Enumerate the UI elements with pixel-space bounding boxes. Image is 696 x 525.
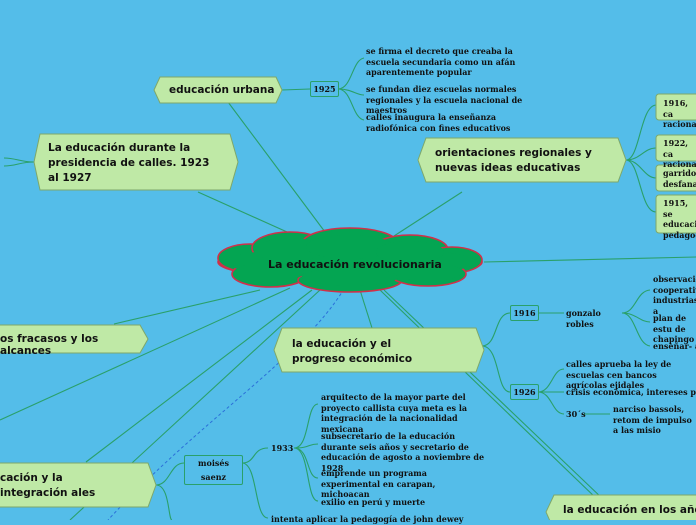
node-shape-presidencia (33, 133, 239, 191)
topic-fracasos-label: os fracasos y los alcances (0, 333, 99, 357)
links-1926-items (537, 368, 565, 415)
links-presidencia-left (3, 157, 35, 167)
link-urbana-1925 (281, 88, 311, 91)
node-shape-progreso (273, 327, 485, 373)
orient-item-2[interactable]: 1922, ca racional (663, 138, 696, 169)
link-center-orientaciones (393, 191, 463, 237)
link-center-right (483, 256, 696, 263)
links-orientaciones-items (625, 104, 657, 213)
saenz-item-4[interactable]: exilio en perú y muerte (321, 497, 426, 507)
topic-progreso-label: la educación y el progreso económico (292, 338, 413, 365)
chip-1925[interactable]: 1925 (310, 81, 339, 97)
box-orient-1 (655, 93, 696, 121)
topic-urbana-label: educación urbana (169, 84, 275, 96)
box-orient-4 (655, 194, 696, 234)
chip-1926[interactable]: 1926 (510, 384, 539, 400)
node-shape-integracion (0, 462, 157, 508)
urbana-item-1[interactable]: se firma el decreto que creaba la escuel… (366, 46, 516, 77)
saenz-tail-item[interactable]: intenta aplicar la pedagogía de john dew… (271, 514, 464, 524)
link-integracion-down (155, 484, 173, 520)
dashed-relation (107, 288, 345, 520)
links-saenz (241, 447, 269, 519)
box-orient-2 (655, 134, 696, 162)
box-orient-3 (655, 164, 696, 192)
1926-item-2[interactable]: crisis económica, intereses políticos (566, 387, 696, 397)
topic-orientaciones-label: orientaciones regionales y nuevas ideas … (435, 147, 592, 174)
saenz-item-1[interactable]: arquitecto de la mayor parte del proyect… (321, 392, 468, 434)
robles-item-2[interactable]: plan de estu de chapingo (653, 313, 695, 344)
robles-item-3[interactable]: enseñar- ap (653, 341, 696, 351)
node-shape-fracasos (0, 324, 149, 354)
link-center-fracasos (113, 289, 261, 325)
chip-1916[interactable]: 1916 (510, 305, 539, 321)
orient-item-3[interactable]: garrido desfanat (663, 168, 696, 189)
node-shape-anios (545, 494, 696, 520)
person-gonzalo-robles[interactable]: gonzalo robles (566, 308, 601, 329)
1926-item-3[interactable]: 30´s (566, 409, 586, 419)
urbana-item-2[interactable]: se fundan diez escuelas normales regiona… (366, 84, 523, 115)
link-center-progreso (359, 289, 373, 329)
30s-item[interactable]: narciso bassols, retom de impulso a las … (613, 404, 692, 435)
link-center-urbana (227, 101, 329, 237)
topic-presidencia-label: La educación durante la presidencia de c… (48, 142, 210, 184)
topic-integracion-label: cación y la integración ales (0, 472, 96, 499)
link-center-integracion (85, 289, 313, 463)
links-1925-items (337, 57, 365, 121)
saenz-item-2[interactable]: subsecretario de la educación durante se… (321, 431, 485, 473)
link-center-offscreen-2 (0, 287, 291, 421)
link-center-anios-b (383, 289, 605, 501)
node-shape-orientaciones (417, 137, 627, 183)
link-center-anios-a (379, 289, 599, 501)
node-shape-urbana (153, 76, 283, 104)
link-integracion-saenz (155, 462, 185, 486)
orient-item-1[interactable]: 1916, ca racional (663, 98, 696, 129)
links-robles-items (621, 289, 651, 347)
robles-item-1[interactable]: observació cooperativa industrias a (653, 274, 696, 316)
center-topic-label: La educación revolucionaria (268, 258, 442, 271)
links-progreso-years (481, 312, 511, 393)
urbana-item-3[interactable]: calles inaugura la enseñanza radiofónica… (366, 112, 511, 133)
chip-1933[interactable]: 1933 (271, 443, 294, 453)
topic-anios-label: la educación en los años (563, 504, 696, 516)
chip-moises-saenz[interactable]: moisés saenz (184, 455, 243, 485)
links-1933-items (293, 403, 319, 502)
orient-item-4[interactable]: 1915, se educació pedagog (663, 198, 696, 240)
saenz-item-3[interactable]: emprende un programa experimental en car… (321, 468, 436, 499)
1926-item-1[interactable]: calles aprueba la ley de escuelas cen ba… (566, 359, 672, 390)
link-center-presidencia (197, 191, 297, 237)
